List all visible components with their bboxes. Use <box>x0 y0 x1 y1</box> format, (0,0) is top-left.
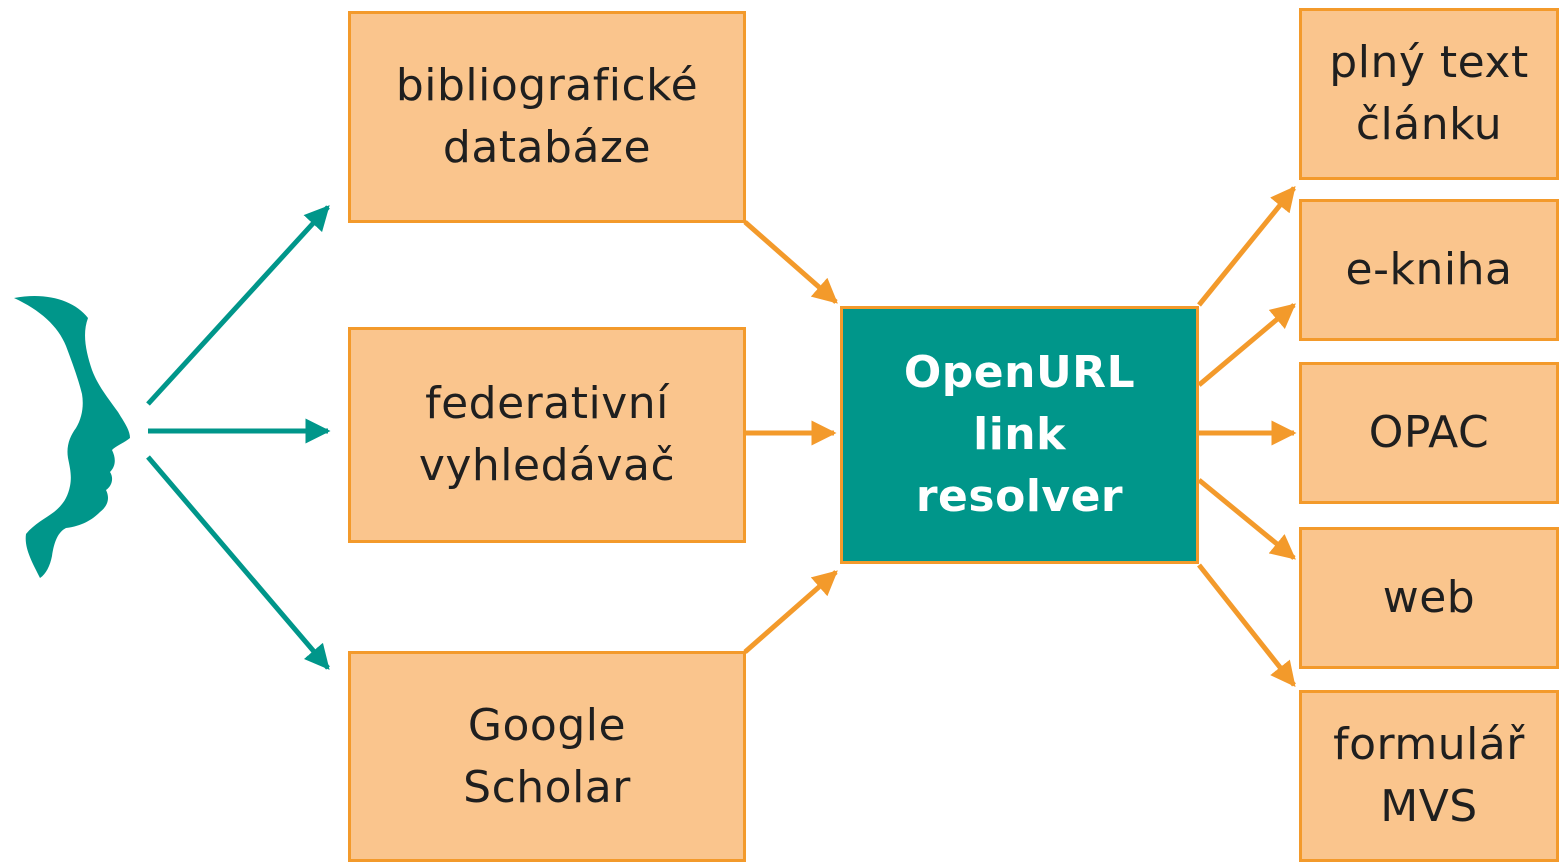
arrow-resolver-to-ill-form <box>1197 563 1296 687</box>
arrow-bibliographic-databases-to-resolver <box>743 220 838 304</box>
arrow-resolver-to-e-book <box>1197 303 1296 387</box>
arrow-user-to-bibliographic-databases <box>146 205 330 406</box>
source-bibliographic-databases: bibliografické databáze <box>348 11 746 223</box>
openurl-link-resolver: OpenURL link resolver <box>840 306 1199 564</box>
arrow-user-to-google-scholar <box>146 455 330 670</box>
target-full-text: plný text článku <box>1299 8 1559 180</box>
target-ill-form: formulář MVS <box>1299 690 1559 862</box>
target-opac: OPAC <box>1299 362 1559 504</box>
person-profile-icon <box>14 296 130 578</box>
target-web: web <box>1299 527 1559 669</box>
source-google-scholar: Google Scholar <box>348 651 746 862</box>
target-e-book: e-kniha <box>1299 199 1559 341</box>
arrow-resolver-to-web <box>1197 478 1296 560</box>
source-federated-search: federativní vyhledávač <box>348 327 746 543</box>
arrow-google-scholar-to-resolver <box>743 570 838 654</box>
arrow-resolver-to-full-text <box>1197 186 1296 307</box>
